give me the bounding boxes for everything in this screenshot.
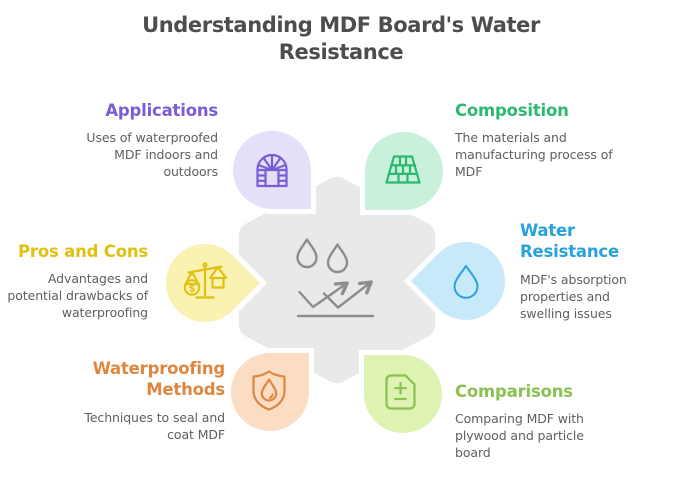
section-waterproofing-methods-description: Techniques to seal and coat MDF <box>84 409 225 442</box>
section-applications-description: Uses of waterproofed MDF indoors and out… <box>86 130 218 180</box>
page-title-line2: Resistance <box>278 40 404 64</box>
section-comparisons: Comparisons Comparing MDF with plywood a… <box>455 381 617 461</box>
section-composition-description: The materials and manufacturing process … <box>455 130 613 180</box>
section-composition-title: Composition <box>455 101 569 120</box>
section-pros-and-cons-description: Advantages and potential drawbacks of wa… <box>7 271 148 321</box>
section-water-resistance-title: Water Resistance <box>520 221 619 262</box>
section-pros-and-cons-title: Pros and Cons <box>18 242 148 261</box>
water-drop-icon <box>453 264 479 299</box>
water-repel-trend-icon <box>296 238 375 318</box>
section-comparisons-title: Comparisons <box>455 382 573 401</box>
balance-scale-icon: $ <box>183 262 228 299</box>
petal-comparisons <box>364 355 442 433</box>
page-title: Understanding MDF Board's Water Resistan… <box>0 12 682 66</box>
arch-window-icon <box>256 153 288 188</box>
section-waterproofing-methods: Waterproofing Methods Techniques to seal… <box>53 358 225 443</box>
document-plus-minus-icon <box>385 374 416 410</box>
paver-bricks-icon <box>385 155 421 184</box>
section-waterproofing-methods-title: Waterproofing Methods <box>92 359 226 400</box>
center-graphic <box>238 177 436 383</box>
section-applications-title: Applications <box>105 101 218 120</box>
section-water-resistance-description: MDF's absorption properties and swelling… <box>520 271 627 321</box>
section-comparisons-description: Comparing MDF with plywood and particle … <box>455 411 584 461</box>
section-composition: Composition The materials and manufactur… <box>455 100 627 180</box>
svg-text:$: $ <box>189 284 196 295</box>
section-water-resistance: Water Resistance MDF's absorption proper… <box>520 220 646 322</box>
page-title-line1: Understanding MDF Board's Water <box>142 13 540 37</box>
shield-drop-icon <box>252 370 286 411</box>
center-blob <box>238 177 436 383</box>
petal-waterproofing-methods <box>231 353 309 431</box>
section-applications: Applications Uses of waterproofed MDF in… <box>66 100 218 180</box>
section-pros-and-cons: Pros and Cons Advantages and potential d… <box>2 241 148 321</box>
